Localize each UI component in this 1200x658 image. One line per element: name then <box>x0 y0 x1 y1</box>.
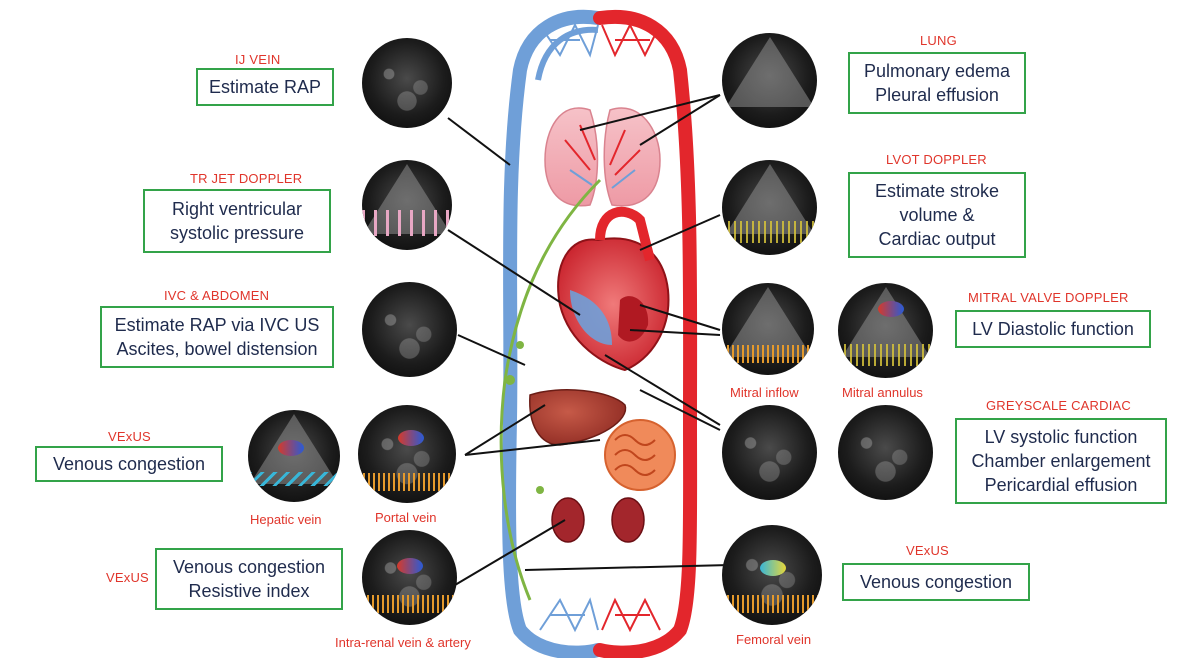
box-mitral-valve: LV Diastolic function <box>955 310 1151 348</box>
heading-vexus-renal: VExUS <box>106 570 149 585</box>
box-ivc-abdomen: Estimate RAP via IVC US Ascites, bowel d… <box>100 306 334 368</box>
caption-portal-vein: Portal vein <box>375 510 437 525</box>
heart <box>557 206 670 372</box>
ultrasound-lvot <box>722 160 817 255</box>
box-line: systolic pressure <box>169 223 305 243</box>
bottom-capillaries <box>539 597 661 633</box>
ultrasound-mitral-annulus <box>838 283 933 378</box>
heading-greyscale: GREYSCALE CARDIAC <box>986 398 1131 413</box>
box-line: Venous congestion <box>172 557 326 577</box>
ultrasound-tr-jet <box>362 160 452 250</box>
box-line: Venous congestion <box>859 572 1013 592</box>
caption-mitral-inflow: Mitral inflow <box>730 385 799 400</box>
ultrasound-intra-renal <box>362 530 457 625</box>
box-vexus-femoral: Venous congestion <box>842 563 1030 601</box>
box-lung: Pulmonary edema Pleural effusion <box>848 52 1026 114</box>
connector-lines <box>447 94 731 586</box>
ultrasound-ivc <box>362 282 457 377</box>
box-line: LV Diastolic function <box>972 319 1134 339</box>
heading-tr-jet: TR JET DOPPLER <box>190 171 303 186</box>
caption-hepatic-vein: Hepatic vein <box>250 512 322 527</box>
box-line: Chamber enlargement <box>971 451 1151 471</box>
heading-ij-vein: IJ VEIN <box>235 52 281 67</box>
box-line: Pericardial effusion <box>984 475 1138 495</box>
intestines <box>604 419 676 491</box>
box-line: Venous congestion <box>52 454 206 474</box>
box-vexus-hepatic: Venous congestion <box>35 446 223 482</box>
lymphatics <box>499 178 602 601</box>
box-line: Cardiac output <box>878 229 996 249</box>
box-vexus-renal: Venous congestion Resistive index <box>155 548 343 610</box>
ultrasound-portal-vein <box>358 405 456 503</box>
ultrasound-greyscale-1 <box>722 405 817 500</box>
box-line: Pulmonary edema <box>863 61 1011 81</box>
heading-lvot: LVOT DOPPLER <box>886 152 987 167</box>
box-line: Estimate RAP via IVC US <box>114 315 320 335</box>
box-line: LV systolic function <box>984 427 1138 447</box>
box-line: Estimate RAP <box>208 77 322 97</box>
ultrasound-hepatic-vein <box>248 410 340 502</box>
box-line: Right ventricular <box>171 199 303 219</box>
caption-mitral-annulus: Mitral annulus <box>842 385 923 400</box>
kidneys <box>551 497 645 543</box>
ultrasound-mitral-inflow <box>722 283 814 375</box>
box-lvot: Estimate stroke volume & Cardiac output <box>848 172 1026 258</box>
box-line: Ascites, bowel distension <box>116 339 318 359</box>
heading-vexus-hepatic: VExUS <box>108 429 151 444</box>
box-line: Resistive index <box>188 581 310 601</box>
box-line: Pleural effusion <box>875 85 999 105</box>
liver <box>529 389 627 446</box>
box-line: volume & <box>899 205 975 225</box>
heading-ivc-abdomen: IVC & ABDOMEN <box>164 288 270 303</box>
lungs <box>544 107 661 207</box>
caption-intra-renal: Intra-renal vein & artery <box>335 635 471 650</box>
arterial-loop <box>593 9 698 658</box>
heading-lung: LUNG <box>920 33 957 48</box>
box-ij-vein: Estimate RAP <box>196 68 334 106</box>
heading-mitral-valve: MITRAL VALVE DOPPLER <box>968 290 1129 305</box>
ultrasound-greyscale-2 <box>838 405 933 500</box>
caption-femoral-vein: Femoral vein <box>736 632 812 647</box>
ultrasound-lung <box>722 33 817 128</box>
box-tr-jet: Right ventricular systolic pressure <box>143 189 331 253</box>
box-line: Estimate stroke <box>874 181 1000 201</box>
box-greyscale: LV systolic function Chamber enlargement… <box>955 418 1167 504</box>
ultrasound-femoral-vein <box>722 525 822 625</box>
ultrasound-ij-vein <box>362 38 452 128</box>
top-capillaries <box>539 22 661 58</box>
heading-vexus-femoral: VExUS <box>906 543 949 558</box>
